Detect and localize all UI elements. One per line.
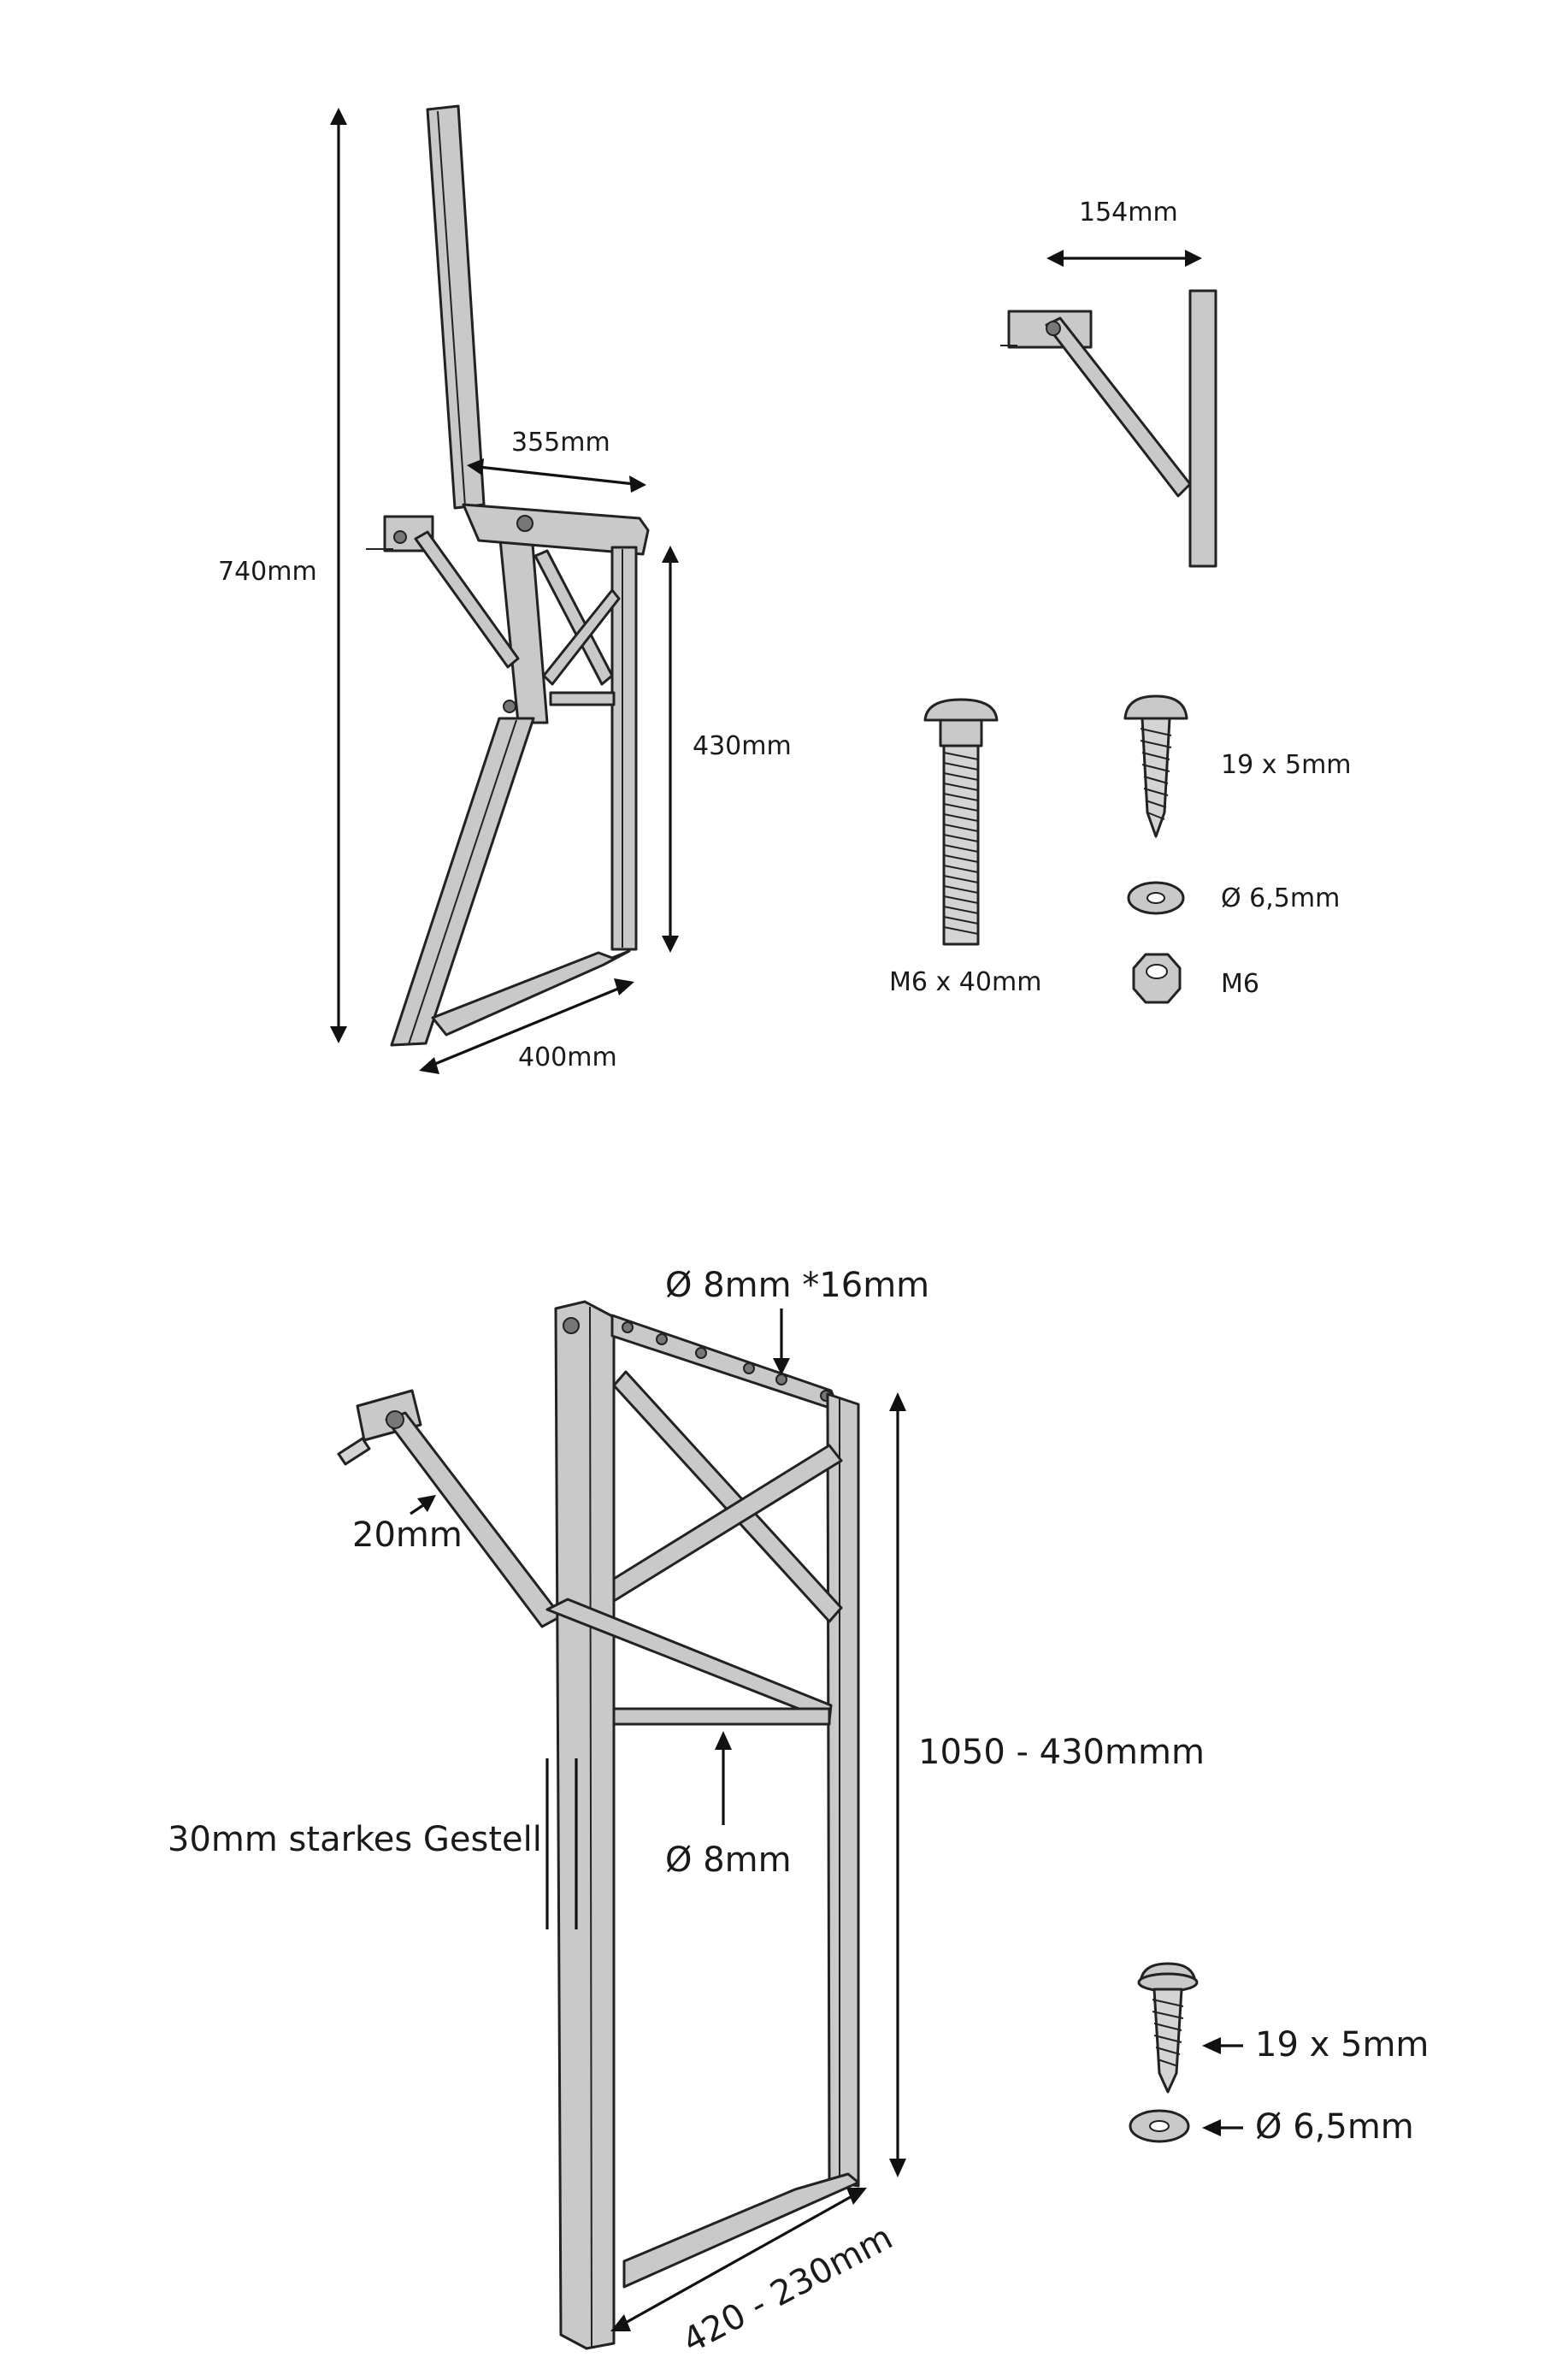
label-frame: 30mm starkes Gestell: [168, 1820, 542, 1859]
rack-brace-c: [545, 1598, 833, 1722]
chair-backrest: [426, 104, 486, 510]
label-chair-height: 740mm: [218, 557, 317, 587]
rack-bar: [612, 1707, 831, 1726]
label-bracket-width: 154mm: [1079, 198, 1178, 227]
chair-illustration: 740mm 355mm 430mm 400mm: [218, 104, 792, 1074]
label-base-depth: 400mm: [518, 1043, 617, 1072]
label-screw-top: 19 x 5mm: [1221, 750, 1352, 780]
dim-chair-height: [330, 108, 347, 1043]
label-rack-height: 1050 - 430mmm: [918, 1733, 1205, 1772]
dim-base-depth: [419, 978, 634, 1074]
rack-right-rail: [826, 1392, 860, 2188]
dim-bracket-width: [1046, 250, 1202, 267]
dim-bar-arrow: [715, 1731, 732, 1825]
bracket-detail: 154mm: [1000, 198, 1217, 568]
chair-brace-b: [542, 588, 621, 686]
chair-seat: [462, 503, 650, 556]
bracket-post: [1188, 289, 1217, 568]
dim-rack-height: [889, 1392, 906, 2177]
label-bolt: M6 x 40mm: [889, 967, 1041, 997]
dim-frame-thickness: [545, 1758, 578, 1929]
wood-screw-icon: [1123, 694, 1188, 838]
carriage-bolt-icon: [923, 698, 999, 946]
rack-top-holes: [622, 1321, 832, 1402]
dim-rack-depth: [610, 2188, 867, 2331]
label-strut: 20mm: [352, 1515, 463, 1555]
rack-brace-b: [612, 1444, 843, 1603]
label-seat-height: 430mm: [693, 731, 792, 761]
label-holes: Ø 8mm *16mm: [665, 1266, 929, 1305]
chair-strut: [414, 530, 520, 669]
pan-screw-icon: [1137, 1962, 1199, 2094]
label-screw-bottom: 19 x 5mm: [1255, 2025, 1429, 2065]
label-washer-top: Ø 6,5mm: [1221, 883, 1340, 913]
rack-bottom-rail: [622, 2172, 860, 2289]
dim-washer-arrow: [1202, 2119, 1243, 2136]
hardware-top: M6 x 40mm 19 x 5mm Ø 6,5mm M6: [889, 694, 1352, 1004]
chair-bar: [549, 691, 616, 706]
chair-front-post: [610, 546, 638, 951]
dim-holes-arrow: [773, 1309, 790, 1375]
washer-bottom-icon: [1129, 2109, 1190, 2143]
rack-main-rail: [554, 1300, 616, 2350]
hardware-bottom: 19 x 5mm Ø 6,5mm: [1129, 1962, 1429, 2147]
label-bar: Ø 8mm: [665, 1840, 792, 1880]
nut-icon: [1132, 953, 1182, 1004]
washer-icon: [1127, 881, 1185, 915]
dim-seat-depth: [467, 458, 646, 493]
dim-screw-arrow: [1202, 2037, 1243, 2054]
bracket-strut: [1045, 316, 1192, 498]
label-nut: M6: [1221, 969, 1259, 999]
label-seat-depth: 355mm: [511, 428, 610, 458]
rack-illustration: Ø 8mm *16mm 20mm 1050 - 430mmm 30mm star…: [168, 1266, 1205, 2361]
label-washer-bottom: Ø 6,5mm: [1255, 2107, 1414, 2147]
chair-base-rail: [431, 949, 631, 1037]
dim-strut-arrow: [410, 1495, 436, 1515]
rack-brace-a: [612, 1370, 843, 1623]
dim-seat-height: [662, 546, 679, 953]
